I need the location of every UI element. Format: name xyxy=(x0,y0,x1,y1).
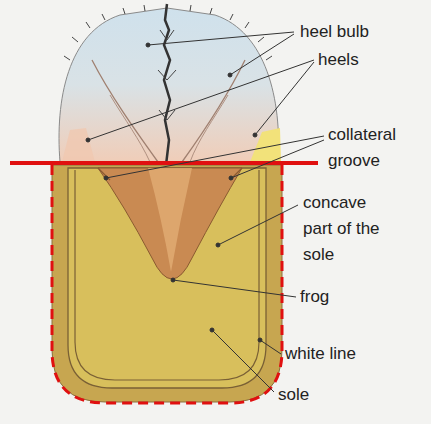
heel-curve xyxy=(182,60,245,162)
frog-center xyxy=(148,168,192,272)
frog-shape xyxy=(98,168,242,279)
heel-pink-patch xyxy=(62,128,95,162)
part-label: white line xyxy=(285,341,356,367)
heel-curve xyxy=(190,95,228,162)
part-label: collateral groove xyxy=(328,122,423,174)
hoof-wall xyxy=(52,165,282,402)
part-label: concave part of the sole xyxy=(303,190,398,268)
heel-curve xyxy=(110,95,150,162)
bar-lines xyxy=(98,168,242,180)
central-hair xyxy=(164,4,170,165)
part-label: heel bulb xyxy=(300,19,369,45)
part-label: heels xyxy=(318,47,359,73)
heel-curve xyxy=(92,60,158,162)
leader-lines xyxy=(86,32,324,392)
dashed-outline xyxy=(52,165,282,403)
part-label: frog xyxy=(300,284,329,310)
part-label: sole xyxy=(278,382,309,408)
